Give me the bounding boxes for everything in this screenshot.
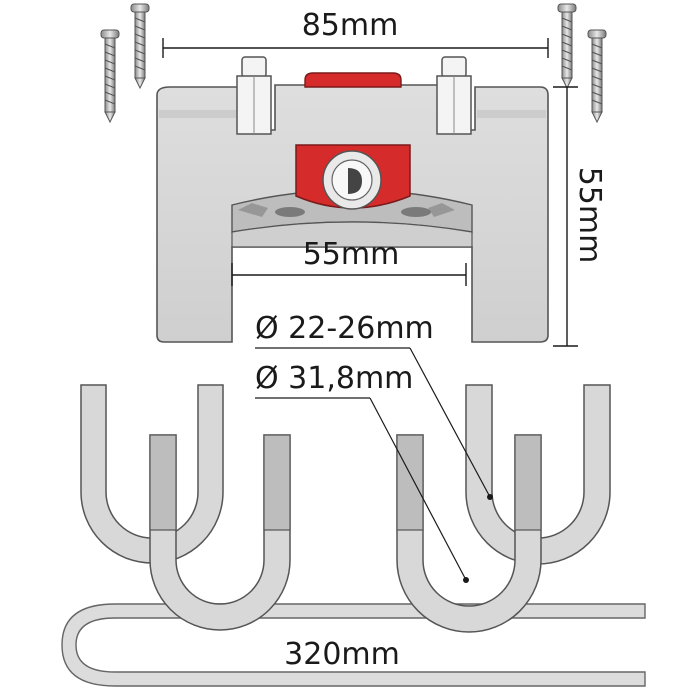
clamp-icon [149, 434, 291, 631]
adapter-body [156, 84, 549, 343]
screw-icon [100, 29, 120, 124]
cable-length-label: 320mm [284, 637, 400, 672]
lock-icon [295, 144, 411, 210]
screw-icon [587, 29, 607, 124]
clamp-diameter-small: Ø 22-26mm [255, 311, 493, 500]
bolt-left-icon [236, 56, 272, 135]
dimension-label-55mm-width: 55mm [303, 237, 400, 272]
clamp-icon [396, 434, 542, 633]
dimension-height-right: 55mm [553, 86, 607, 347]
dimension-label-85mm: 85mm [302, 8, 399, 43]
screw-icon [557, 3, 577, 90]
cable-icon [61, 603, 646, 687]
bolt-right-icon [436, 56, 472, 135]
dimension-width-top: 85mm [162, 8, 549, 58]
clamp-icon [465, 384, 611, 565]
clamp-icon [80, 384, 224, 564]
dimension-width-inner: 55mm [231, 237, 467, 286]
clamp-diameter-large: Ø 31,8mm [255, 361, 469, 583]
diameter-label-22-26mm: Ø 22-26mm [255, 311, 434, 346]
diameter-label-31-8mm: Ø 31,8mm [255, 361, 413, 396]
screw-icon [130, 3, 150, 90]
release-button [304, 72, 402, 88]
dimension-label-55mm-height: 55mm [572, 167, 607, 264]
